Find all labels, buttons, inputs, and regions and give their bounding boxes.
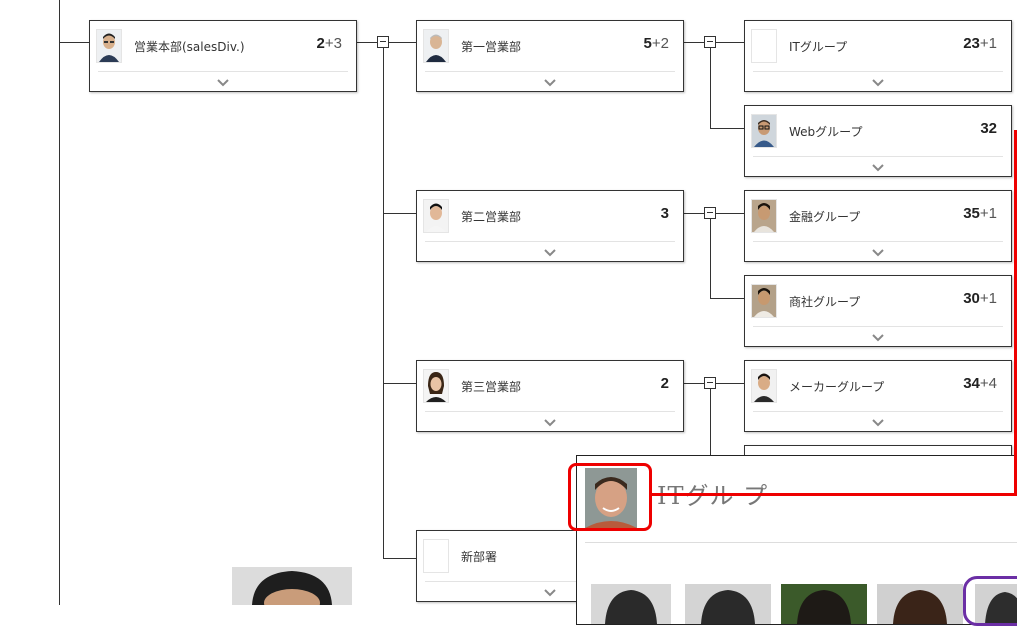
member-thumb[interactable]: [591, 584, 671, 624]
avatar: [423, 369, 449, 403]
member-thumb[interactable]: [877, 584, 963, 624]
chevron-down-icon[interactable]: [543, 587, 557, 597]
avatar: [96, 29, 122, 63]
divider: [425, 241, 675, 242]
left-border-line: [59, 0, 60, 605]
node-name: 営業本部(salesDiv.): [134, 40, 245, 54]
highlight-connector: [1014, 130, 1017, 496]
divider: [585, 542, 1017, 543]
org-node[interactable]: 第一営業部 5+2: [416, 20, 684, 92]
member-count: 32: [980, 120, 997, 137]
member-count: 30+1: [963, 290, 997, 307]
avatar: [751, 369, 777, 403]
highlight-box: [568, 463, 652, 531]
org-node[interactable]: 金融グループ 35+1: [744, 190, 1012, 262]
divider: [753, 156, 1003, 157]
chevron-down-icon[interactable]: [871, 77, 885, 87]
group-photo: [585, 468, 637, 528]
chevron-down-icon[interactable]: [543, 77, 557, 87]
connector: [383, 213, 416, 214]
avatar: [751, 284, 777, 318]
divider: [425, 411, 675, 412]
chevron-down-icon[interactable]: [216, 77, 230, 87]
connector: [710, 219, 711, 298]
connector: [710, 389, 711, 459]
connector: [710, 128, 744, 129]
chevron-down-icon[interactable]: [871, 417, 885, 427]
avatar: [751, 199, 777, 233]
member-photo: [232, 567, 352, 605]
connector: [684, 213, 704, 214]
member-thumb[interactable]: [685, 584, 771, 624]
member-count: 3: [660, 205, 669, 222]
node-name: ITグループ: [789, 40, 848, 54]
connector: [716, 213, 744, 214]
node-name: 新部署: [461, 550, 498, 564]
connector: [389, 42, 416, 43]
node-name: Webグループ: [789, 125, 863, 139]
chevron-down-icon[interactable]: [871, 247, 885, 257]
org-node[interactable]: 営業本部(salesDiv.) 2+3: [89, 20, 357, 92]
node-name: 商社グループ: [789, 295, 861, 309]
org-node[interactable]: 商社グループ 30+1: [744, 275, 1012, 347]
member-thumb[interactable]: [781, 584, 867, 624]
chevron-down-icon[interactable]: [543, 417, 557, 427]
avatar-placeholder: [751, 29, 777, 63]
connector: [716, 383, 744, 384]
popup-title: ITグル プ: [657, 482, 769, 510]
member-count: 23+1: [963, 35, 997, 52]
connector: [710, 48, 711, 128]
node-name: 第二営業部: [461, 210, 522, 224]
divider: [98, 71, 348, 72]
org-node[interactable]: メーカーグループ 34+4: [744, 360, 1012, 432]
highlight-connector: [652, 493, 1017, 496]
chevron-down-icon[interactable]: [871, 162, 885, 172]
connector: [383, 558, 416, 559]
org-node[interactable]: ITグループ 23+1: [744, 20, 1012, 92]
divider: [753, 326, 1003, 327]
member-count: 2+3: [316, 35, 342, 52]
minus-toggle-icon[interactable]: [377, 36, 389, 48]
connector: [684, 383, 704, 384]
avatar: [423, 199, 449, 233]
node-name: メーカーグループ: [789, 380, 885, 394]
selection-box: [963, 576, 1017, 626]
divider: [753, 71, 1003, 72]
avatar-placeholder: [423, 539, 449, 573]
node-name: 第一営業部: [461, 40, 522, 54]
org-node[interactable]: Webグループ 32: [744, 105, 1012, 177]
node-name: 第三営業部: [461, 380, 522, 394]
divider: [753, 411, 1003, 412]
chevron-down-icon[interactable]: [871, 332, 885, 342]
connector: [357, 42, 377, 43]
divider: [425, 581, 675, 582]
connector: [716, 42, 744, 43]
org-node[interactable]: 第三営業部 2: [416, 360, 684, 432]
divider: [753, 241, 1003, 242]
member-count: 5+2: [643, 35, 669, 52]
connector: [684, 42, 704, 43]
chevron-down-icon[interactable]: [543, 247, 557, 257]
member-count: 34+4: [963, 375, 997, 392]
connector: [383, 383, 416, 384]
node-name: 金融グループ: [789, 210, 861, 224]
minus-toggle-icon[interactable]: [704, 207, 716, 219]
org-node[interactable]: 第二営業部 3: [416, 190, 684, 262]
connector: [710, 298, 744, 299]
connector: [59, 42, 89, 43]
minus-toggle-icon[interactable]: [704, 377, 716, 389]
member-count: 35+1: [963, 205, 997, 222]
avatar: [423, 29, 449, 63]
avatar: [751, 114, 777, 148]
connector: [383, 48, 384, 558]
minus-toggle-icon[interactable]: [704, 36, 716, 48]
divider: [425, 71, 675, 72]
member-count: 2: [660, 375, 669, 392]
